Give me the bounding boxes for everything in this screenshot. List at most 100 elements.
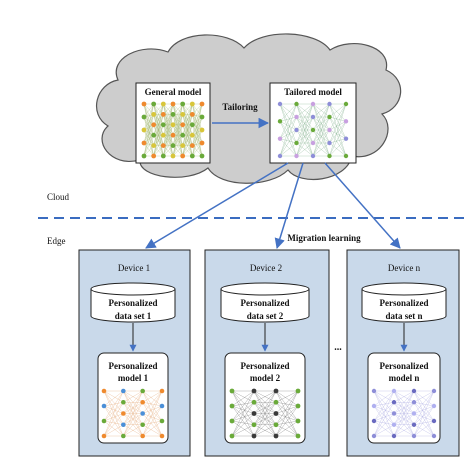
device-2-title: Device 2 [250, 263, 282, 273]
network-node [277, 136, 283, 141]
network-edge [312, 103, 330, 131]
network-edge [192, 116, 203, 146]
network-node [170, 122, 176, 128]
network-edge [231, 390, 255, 437]
device-ellipsis: ... [334, 342, 342, 353]
network-node [121, 411, 126, 416]
network-node [371, 388, 377, 394]
network-edge [142, 402, 163, 437]
network-edge [103, 390, 124, 407]
network-node [431, 388, 437, 394]
network-node [391, 433, 397, 439]
network-edge [231, 405, 255, 414]
migration-arrow-device-1 [145, 162, 289, 249]
network-node [170, 112, 176, 117]
network-edge [373, 413, 395, 437]
network-node [141, 140, 147, 146]
network-edge [192, 103, 203, 136]
network-edge [142, 402, 163, 407]
network-edge [192, 142, 203, 157]
network-node [121, 433, 126, 439]
network-edge [123, 390, 143, 437]
network-node [180, 132, 186, 138]
network-edge [143, 135, 154, 157]
network-node [273, 433, 279, 439]
device-1-model-line1: Personalized [109, 361, 158, 371]
network-node [327, 101, 332, 107]
network-edge [192, 114, 203, 144]
network-edge [373, 402, 395, 407]
network-node [277, 153, 283, 159]
network-node [170, 143, 176, 149]
network-node [411, 400, 417, 405]
network-node [101, 388, 107, 394]
network-edge [142, 390, 163, 437]
network-edge [312, 103, 330, 144]
network-node [159, 433, 165, 439]
network-node [180, 122, 186, 128]
network-edge [253, 390, 277, 414]
network-node [294, 114, 299, 120]
network-edge [142, 405, 163, 437]
network-edge [279, 129, 297, 139]
network-edge [279, 116, 297, 157]
network-edge [231, 405, 255, 437]
network-node [140, 422, 145, 428]
network-edge [123, 390, 143, 403]
network-node [229, 418, 235, 424]
device-n-dataset-line1: Personalized [380, 298, 429, 308]
network-node [273, 411, 279, 416]
network-edge [329, 142, 347, 157]
network-node [327, 127, 332, 133]
network-edge [312, 116, 330, 157]
network-edge [329, 103, 347, 131]
device-n-model-line2: model n [389, 373, 420, 383]
network-node [151, 143, 157, 149]
network-edge [103, 390, 124, 414]
network-edge [142, 405, 163, 414]
network-edge [296, 103, 314, 118]
network-edge [192, 124, 203, 144]
network-node [140, 411, 145, 416]
network-edge [393, 402, 415, 437]
network-edge [231, 420, 255, 425]
network-node [310, 153, 316, 159]
device-1-dataset-line2: data set 1 [115, 311, 152, 321]
network-edge [103, 390, 124, 422]
network-node [140, 388, 145, 394]
network-edge [182, 124, 193, 157]
network-node [327, 140, 332, 146]
network-node [229, 433, 235, 439]
network-edge [103, 420, 124, 425]
network-node [310, 101, 316, 107]
network-edge [143, 114, 154, 131]
device-2-model-line2: model 2 [250, 373, 281, 383]
network-node [160, 143, 166, 149]
network-edge [103, 413, 124, 437]
network-node [343, 101, 349, 107]
network-edge [153, 103, 164, 136]
network-node [273, 422, 279, 428]
network-edge [329, 116, 347, 122]
tailored-model-title: Tailored model [284, 87, 342, 97]
network-edge [103, 405, 124, 425]
network-edge [373, 420, 395, 425]
network-node [310, 140, 316, 146]
network-node [294, 153, 299, 159]
network-node [391, 411, 397, 416]
network-edge [329, 121, 347, 131]
network-node [229, 403, 235, 409]
network-edge [279, 121, 297, 157]
network-node [251, 388, 257, 394]
network-edge [103, 420, 124, 437]
network-node [371, 433, 377, 439]
network-edge [142, 390, 163, 425]
network-edge [329, 116, 347, 139]
network-edge [172, 103, 183, 136]
network-edge [182, 103, 193, 125]
network-edge [143, 103, 154, 118]
network-node [189, 132, 195, 138]
device-1-model-network [101, 388, 165, 439]
network-edge [143, 124, 154, 157]
